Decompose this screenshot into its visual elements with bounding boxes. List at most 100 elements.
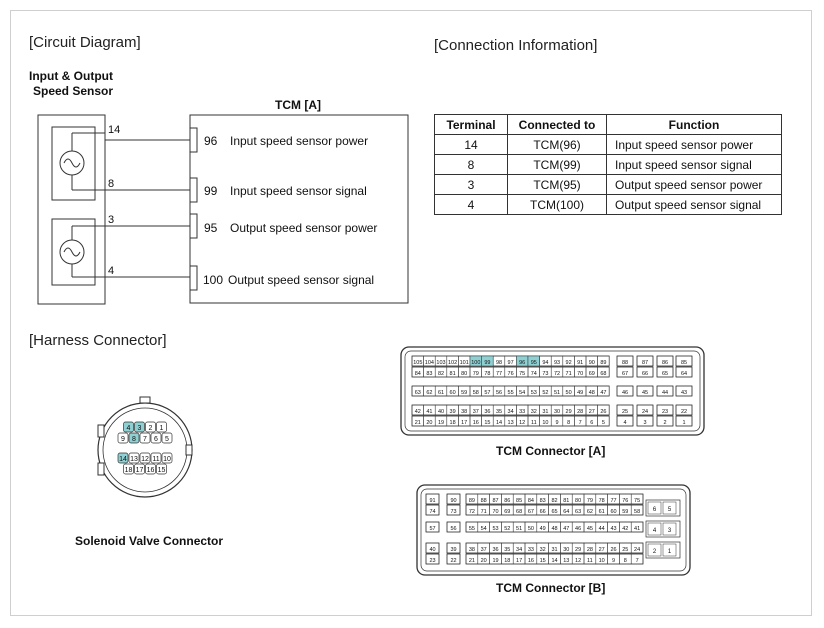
- tcm-connector-b-pin-6: 6: [647, 501, 662, 515]
- svg-text:88: 88: [481, 498, 487, 504]
- svg-text:82: 82: [551, 498, 557, 504]
- tcm-b-pin-40: 40: [425, 542, 440, 554]
- svg-text:85: 85: [681, 360, 687, 366]
- svg-text:29: 29: [566, 409, 572, 415]
- svg-text:51: 51: [554, 390, 560, 396]
- tcm-b-pin-57: 57: [425, 521, 440, 533]
- svg-text:103: 103: [436, 360, 445, 366]
- svg-text:48: 48: [551, 526, 557, 532]
- svg-text:13: 13: [130, 456, 138, 463]
- svg-text:74: 74: [531, 371, 537, 377]
- svg-text:84: 84: [415, 371, 421, 377]
- svg-text:60: 60: [450, 390, 456, 396]
- tcm-b-pin-23: 23: [425, 553, 440, 565]
- svg-text:11: 11: [152, 456, 159, 463]
- tcm-a-pin-89: 89: [597, 355, 610, 367]
- svg-text:70: 70: [492, 509, 498, 515]
- svg-text:76: 76: [508, 371, 514, 377]
- svg-text:68: 68: [516, 509, 522, 515]
- svg-text:73: 73: [450, 509, 456, 515]
- solenoid-pin-11: 11: [150, 452, 162, 464]
- svg-text:52: 52: [542, 390, 548, 396]
- sensor-label-line1: Input & Output: [29, 69, 113, 83]
- cell-connected-to: TCM(100): [507, 194, 607, 215]
- svg-text:47: 47: [563, 526, 569, 532]
- svg-text:29: 29: [575, 547, 581, 553]
- svg-text:19: 19: [492, 558, 498, 564]
- svg-text:22: 22: [681, 409, 687, 415]
- table-row: 3 TCM(95) Output speed sensor power: [434, 174, 782, 195]
- tcm-connector-b-pin-3: 3: [662, 522, 677, 536]
- svg-text:75: 75: [519, 371, 525, 377]
- svg-text:91: 91: [577, 360, 583, 366]
- svg-text:62: 62: [587, 509, 593, 515]
- svg-text:4: 4: [127, 425, 131, 432]
- svg-text:16: 16: [528, 558, 534, 564]
- svg-text:1: 1: [160, 425, 164, 432]
- output-sensor-coil-icon: [59, 225, 95, 278]
- input-sensor-module: [51, 126, 96, 201]
- svg-text:58: 58: [634, 509, 640, 515]
- circuit-diagram-heading: [Circuit Diagram]: [29, 34, 141, 51]
- svg-text:60: 60: [610, 509, 616, 515]
- tcm-a-pin-4: 4: [616, 415, 634, 427]
- svg-text:2: 2: [663, 420, 666, 426]
- solenoid-pin-6: 6: [150, 432, 162, 444]
- wire-terminal-14: 14: [108, 124, 121, 136]
- svg-text:46: 46: [575, 526, 581, 532]
- svg-text:53: 53: [492, 526, 498, 532]
- svg-text:17: 17: [461, 420, 467, 426]
- svg-text:1: 1: [682, 420, 685, 426]
- input-sensor-coil-icon: [59, 132, 95, 191]
- svg-text:7: 7: [636, 558, 639, 564]
- svg-text:86: 86: [504, 498, 510, 504]
- svg-text:30: 30: [563, 547, 569, 553]
- svg-text:25: 25: [622, 547, 628, 553]
- svg-text:9: 9: [555, 420, 558, 426]
- svg-text:66: 66: [540, 509, 546, 515]
- table-row: 14 TCM(96) Input speed sensor power: [434, 134, 782, 155]
- svg-text:75: 75: [634, 498, 640, 504]
- svg-text:67: 67: [622, 371, 628, 377]
- tcm-a-title: TCM [A]: [275, 98, 321, 112]
- tcm-b-pin-56: 56: [446, 521, 461, 533]
- table-row: 8 TCM(99) Input speed sensor signal: [434, 154, 782, 175]
- svg-text:16: 16: [147, 467, 155, 474]
- svg-text:62: 62: [426, 390, 432, 396]
- svg-text:102: 102: [448, 360, 457, 366]
- svg-text:20: 20: [426, 420, 432, 426]
- tcm-a-pin-67: 67: [616, 366, 634, 378]
- tcm-b-caption: TCM Connector [B]: [496, 581, 606, 595]
- svg-text:64: 64: [563, 509, 569, 515]
- tcm-a-pin-65: 65: [656, 366, 674, 378]
- svg-text:71: 71: [566, 371, 572, 377]
- svg-text:73: 73: [542, 371, 548, 377]
- svg-text:14: 14: [496, 420, 502, 426]
- svg-text:10: 10: [599, 558, 605, 564]
- svg-text:12: 12: [519, 420, 525, 426]
- solenoid-pin-18: 18: [123, 463, 134, 475]
- cell-connected-to: TCM(99): [507, 154, 607, 175]
- svg-text:12: 12: [575, 558, 581, 564]
- tcm-a-pin-68: 68: [597, 366, 610, 378]
- svg-text:100: 100: [471, 360, 480, 366]
- svg-text:7: 7: [143, 436, 147, 443]
- wire-terminal-8: 8: [108, 178, 115, 190]
- tcm-a-pin-96: 96: [516, 355, 529, 367]
- svg-text:1: 1: [668, 549, 672, 555]
- svg-text:50: 50: [566, 390, 572, 396]
- wire-terminal-3: 3: [108, 214, 115, 226]
- svg-text:92: 92: [566, 360, 572, 366]
- cell-terminal: 4: [434, 194, 508, 215]
- svg-text:8: 8: [624, 558, 627, 564]
- solenoid-pin-5: 5: [161, 432, 173, 444]
- svg-text:72: 72: [554, 371, 560, 377]
- tcm-a-pin-44: 44: [656, 385, 674, 397]
- table-header-row: Terminal Connected to Function: [434, 114, 782, 135]
- svg-text:8: 8: [132, 436, 136, 443]
- svg-text:49: 49: [577, 390, 583, 396]
- svg-text:79: 79: [587, 498, 593, 504]
- tcm-b-pin-90: 90: [446, 493, 461, 505]
- solenoid-pin-8: 8: [128, 432, 140, 444]
- svg-text:17: 17: [516, 558, 522, 564]
